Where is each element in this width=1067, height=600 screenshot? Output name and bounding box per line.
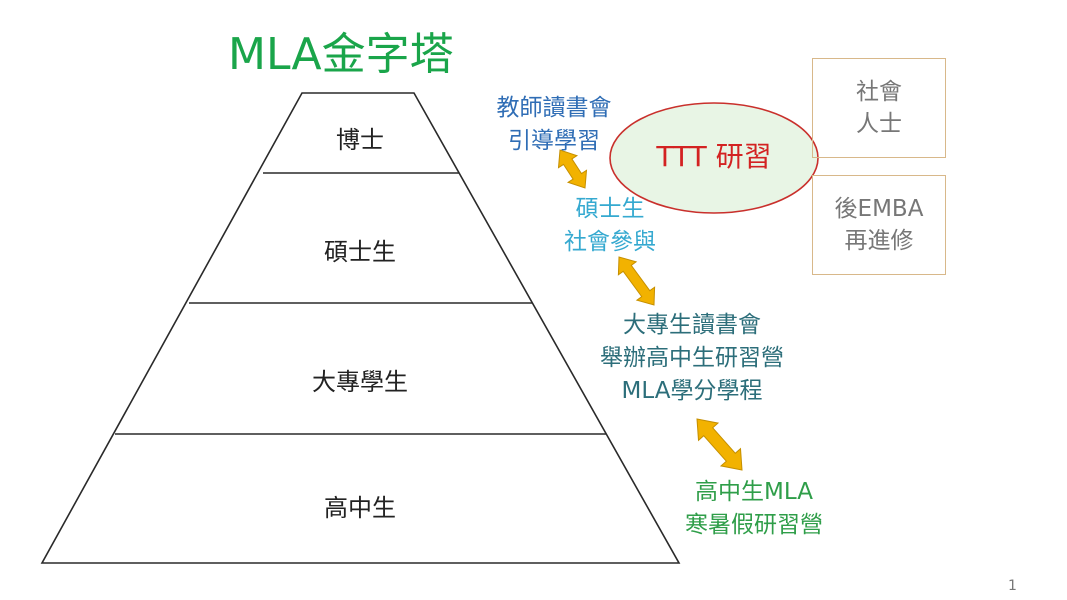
box-social-line: 人士 (856, 111, 902, 137)
ttt-label: TTT 研習 (656, 140, 772, 173)
label-college-line: 大專生讀書會 (623, 312, 761, 338)
label-highschool-line: 高中生MLA (695, 479, 813, 505)
pyramid-outline (40, 92, 681, 564)
label-highschool: 高中生MLA 寒暑假研習營 (664, 476, 844, 542)
box-emba: 後EMBA 再進修 (812, 175, 946, 275)
ttt-ellipse (609, 102, 819, 214)
box-social: 社會 人士 (812, 58, 946, 158)
page-number: 1 (1008, 578, 1017, 594)
label-masters-line: 社會參與 (564, 229, 656, 255)
tier-college: 大專學生 (312, 368, 408, 396)
box-social-line: 社會 (856, 79, 902, 105)
label-masters: 碩士生 社會參與 (530, 193, 690, 259)
label-college-line: 舉辦高中生研習營 (600, 345, 784, 371)
label-college: 大專生讀書會 舉辦高中生研習營 MLA學分學程 (572, 309, 812, 408)
box-emba-line: 後EMBA (834, 196, 924, 222)
tier-phd: 博士 (336, 126, 384, 154)
double-arrow-icon (557, 149, 743, 471)
label-highschool-line: 寒暑假研習營 (685, 512, 823, 538)
label-teacher-line: 引導學習 (508, 128, 600, 154)
label-teacher-line: 教師讀書會 (496, 95, 612, 121)
label-teacher: 教師讀書會 引導學習 (474, 92, 634, 158)
tier-masters: 碩士生 (324, 238, 396, 266)
label-college-line: MLA學分學程 (621, 378, 763, 404)
label-masters-line: 碩士生 (575, 196, 645, 222)
box-emba-line: 再進修 (844, 228, 914, 254)
tier-highschool: 高中生 (324, 494, 396, 522)
page-title: MLA金字塔 (228, 29, 454, 80)
